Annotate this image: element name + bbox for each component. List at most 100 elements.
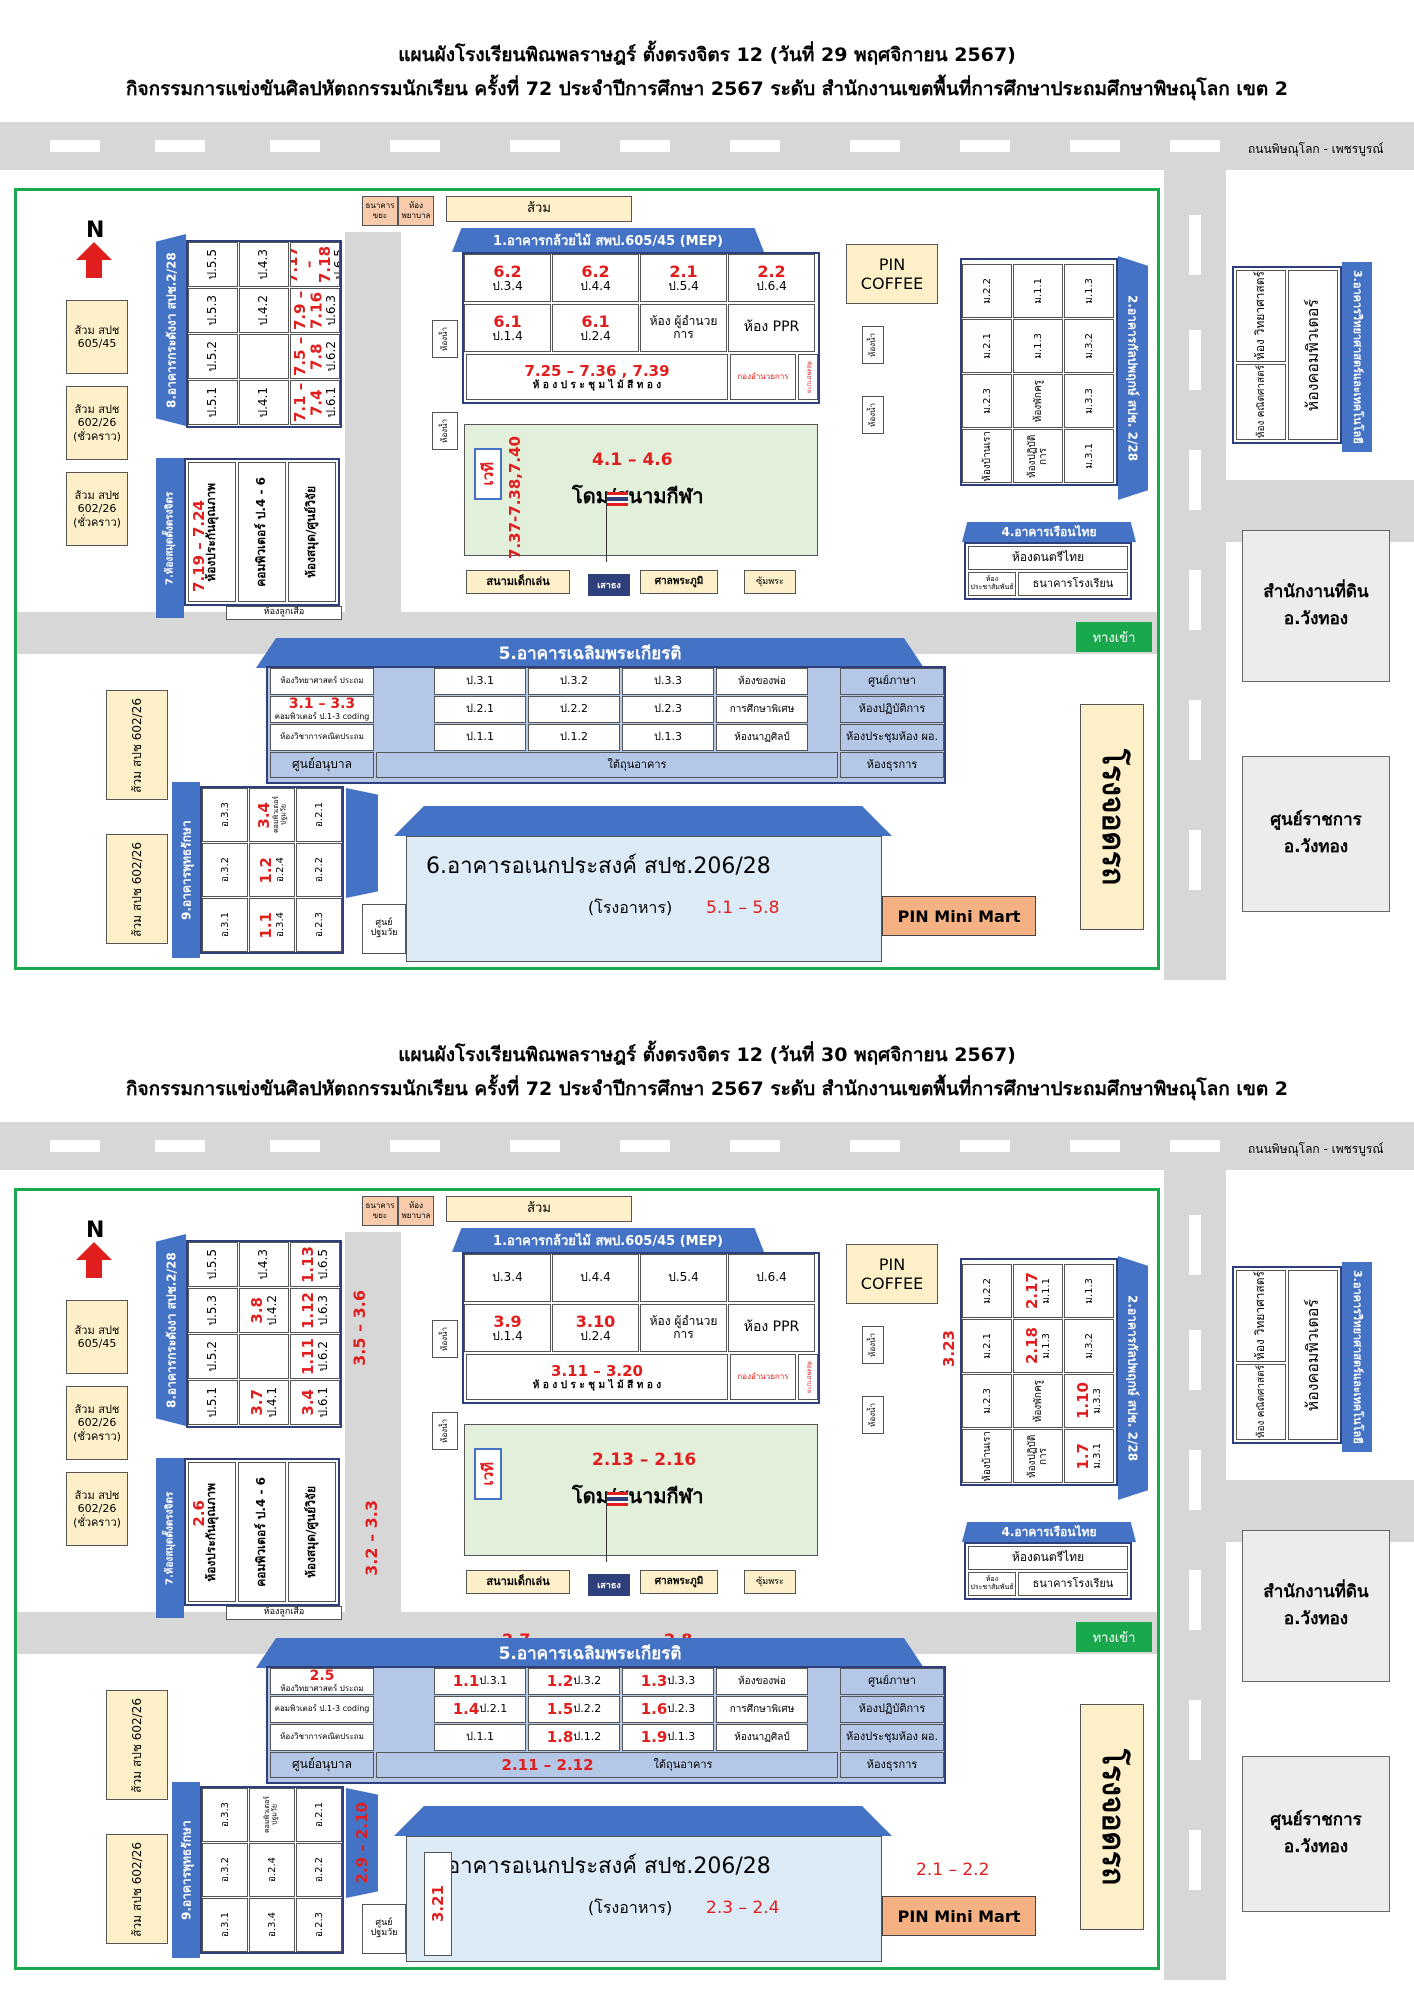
kindergarten-center: ศูนย์อนุบาล: [270, 752, 374, 778]
classroom: ห้องพักครู: [1013, 1374, 1063, 1428]
restroom: ห้องน้ำ: [862, 1326, 884, 1364]
nurse-room: ห้อง พยาบาล: [398, 196, 434, 226]
library-room: ห้องสมุด/ศูนย์วิจัย: [288, 1462, 336, 1602]
building-2-side-code: 3.23: [940, 1330, 958, 1368]
qa-room-code: 7.19 – 7.24: [190, 500, 208, 592]
kindergarten-room: อ.3.3: [202, 788, 248, 842]
road-marking: [960, 1140, 1010, 1152]
road-marking: [390, 140, 440, 152]
classroom: ป.5.4: [640, 1254, 727, 1302]
road-marking: [850, 140, 900, 152]
classroom: ม.3.2: [1064, 1319, 1114, 1373]
road-marking: [510, 140, 560, 152]
road-marking: [960, 140, 1010, 152]
classroom: ห้องปฏิบัติการ: [1013, 1429, 1063, 1483]
classroom: ป.3.1: [434, 668, 526, 695]
toilet-5: ส้วม สปช 602/26: [106, 1690, 168, 1800]
classroom: ป.3.3: [622, 668, 714, 695]
scout-room: ห้องลูกเสือ: [226, 606, 342, 620]
restroom: ห้องน้ำ: [862, 1396, 884, 1434]
map-title: แผนผังโรงเรียนพิณพลราษฎร์ ตั้งตรงจิตร 12…: [398, 44, 1016, 66]
classroom: ป.4.3: [239, 242, 289, 287]
building-6-label: 6.อาคารอเนกประสงค์ สปช.206/28: [426, 1854, 771, 1879]
qa-room: ห้องประกันคุณภาพ: [188, 1462, 236, 1602]
restroom: ห้องน้ำ: [862, 326, 884, 364]
entrance: ทางเข้า: [1076, 1622, 1152, 1652]
building-6-extra-code: 2.1 – 2.2: [916, 1860, 990, 1880]
classroom: ป.5.3: [188, 288, 238, 333]
qa-room: ห้องประกันคุณภาพ: [188, 462, 236, 602]
cafeteria-code: 2.3 – 2.4: [706, 1898, 780, 1918]
admin-room: ห้องธุรการ: [840, 752, 944, 778]
computer-lab: ห้องคอมพิวเตอร์: [1288, 1270, 1338, 1440]
ppr-room: ห้อง PPR: [728, 1304, 815, 1352]
road-marking: [270, 1140, 320, 1152]
special-room: ห้องวิชาการคณิตประถม: [270, 1724, 374, 1751]
classroom: ห้องบ้านเรา: [962, 1429, 1012, 1483]
classroom: ม.1.3: [1064, 1264, 1114, 1318]
building-4-label: 4.อาคารเรือนไทย: [962, 522, 1136, 542]
science-room: ห้อง วิทยาศาสตร์: [1236, 1270, 1286, 1362]
toilet-9: ส้วม สปช 602/26: [106, 1834, 168, 1944]
building-6: [406, 1836, 882, 1962]
road-marking: [620, 140, 670, 152]
building-2-label: 2.อาคารกัลปพฤกษ์ สปช. 2/28: [1118, 256, 1148, 500]
internal-path: [345, 232, 401, 612]
computer-lab: ห้องคอมพิวเตอร์: [1288, 270, 1338, 440]
building-3-label: 3.อาคารวิทยาศาสตร์และเทคโนโลยี: [1342, 262, 1372, 452]
north-label: N: [86, 1218, 105, 1243]
building-6-label: 6.อาคารอเนกประสงค์ สปช.206/28: [426, 854, 771, 879]
internal-path: [345, 1232, 401, 1612]
school-bank: ธนาคารโรงเรียน: [1018, 572, 1128, 596]
kindergarten-center: ศูนย์อนุบาล: [270, 1752, 374, 1778]
waste-bank: ธนาคาร ขยะ: [362, 196, 398, 226]
library-room: ห้องสมุด/ศูนย์วิจัย: [288, 462, 336, 602]
kindergarten-room: อ.2.3: [296, 898, 342, 952]
classroom: ป.1.1: [434, 1724, 526, 1751]
kindergarten-room: อ.2.2: [296, 1843, 342, 1897]
stage: เวที: [474, 1448, 502, 1500]
restroom: ห้องน้ำ: [432, 1412, 458, 1450]
classroom: ม.2.2: [962, 264, 1012, 318]
playground: สนามเด็กเล่น: [466, 1570, 570, 1594]
pin-coffee: PIN COFFEE: [846, 244, 938, 304]
road-marking: [155, 1140, 205, 1152]
restroom: ห้องน้ำ: [432, 1320, 458, 1358]
kindergarten-room: อ.3.2: [202, 1843, 248, 1897]
classroom: ม.2.3: [962, 1374, 1012, 1428]
building-8-label: 8.อาคารกระดังงา สปช.2/28: [156, 234, 186, 426]
classroom: ม.1.1: [1013, 264, 1063, 318]
restroom: ห้องน้ำ: [432, 320, 458, 358]
toilet-605-45: ส้วม สปช 605/45: [66, 1300, 128, 1374]
small-office: ห้องพยาบาล: [798, 354, 818, 400]
map-subtitle: กิจกรรมการแข่งขันศิลปหัตถกรรมนักเรียน คร…: [125, 78, 1289, 100]
map-title: แผนผังโรงเรียนพิณพลราษฎร์ ตั้งตรงจิตร 12…: [398, 1044, 1016, 1066]
classroom: ป.5.5: [188, 1242, 238, 1287]
kindergarten-room: อ.2.1: [296, 1788, 342, 1842]
road-marking: [730, 140, 780, 152]
classroom: ป.5.5: [188, 242, 238, 287]
special-room: คอมพิวเตอร์ ป.1-3 coding: [270, 1696, 374, 1723]
road-marking: [1189, 1450, 1201, 1510]
road-marking: [1189, 1700, 1201, 1760]
building-5-label: 5.อาคารเฉลิมพระเกียรติ: [256, 638, 924, 668]
special-room: ห้องวิชาการคณิตประถม: [270, 724, 374, 751]
building-6-roof: [394, 1806, 892, 1836]
math-room: ห้อง คณิตศาสตร์: [1236, 364, 1286, 440]
classroom: ป.1.1: [434, 724, 526, 751]
land-office: สำนักงานที่ดินอ.วังทอง: [1242, 1530, 1390, 1682]
nurse-room: ห้อง พยาบาล: [398, 1196, 434, 1226]
toilet-605-45: ส้วม สปช 605/45: [66, 300, 128, 374]
science-room: ห้อง วิทยาศาสตร์: [1236, 270, 1286, 362]
